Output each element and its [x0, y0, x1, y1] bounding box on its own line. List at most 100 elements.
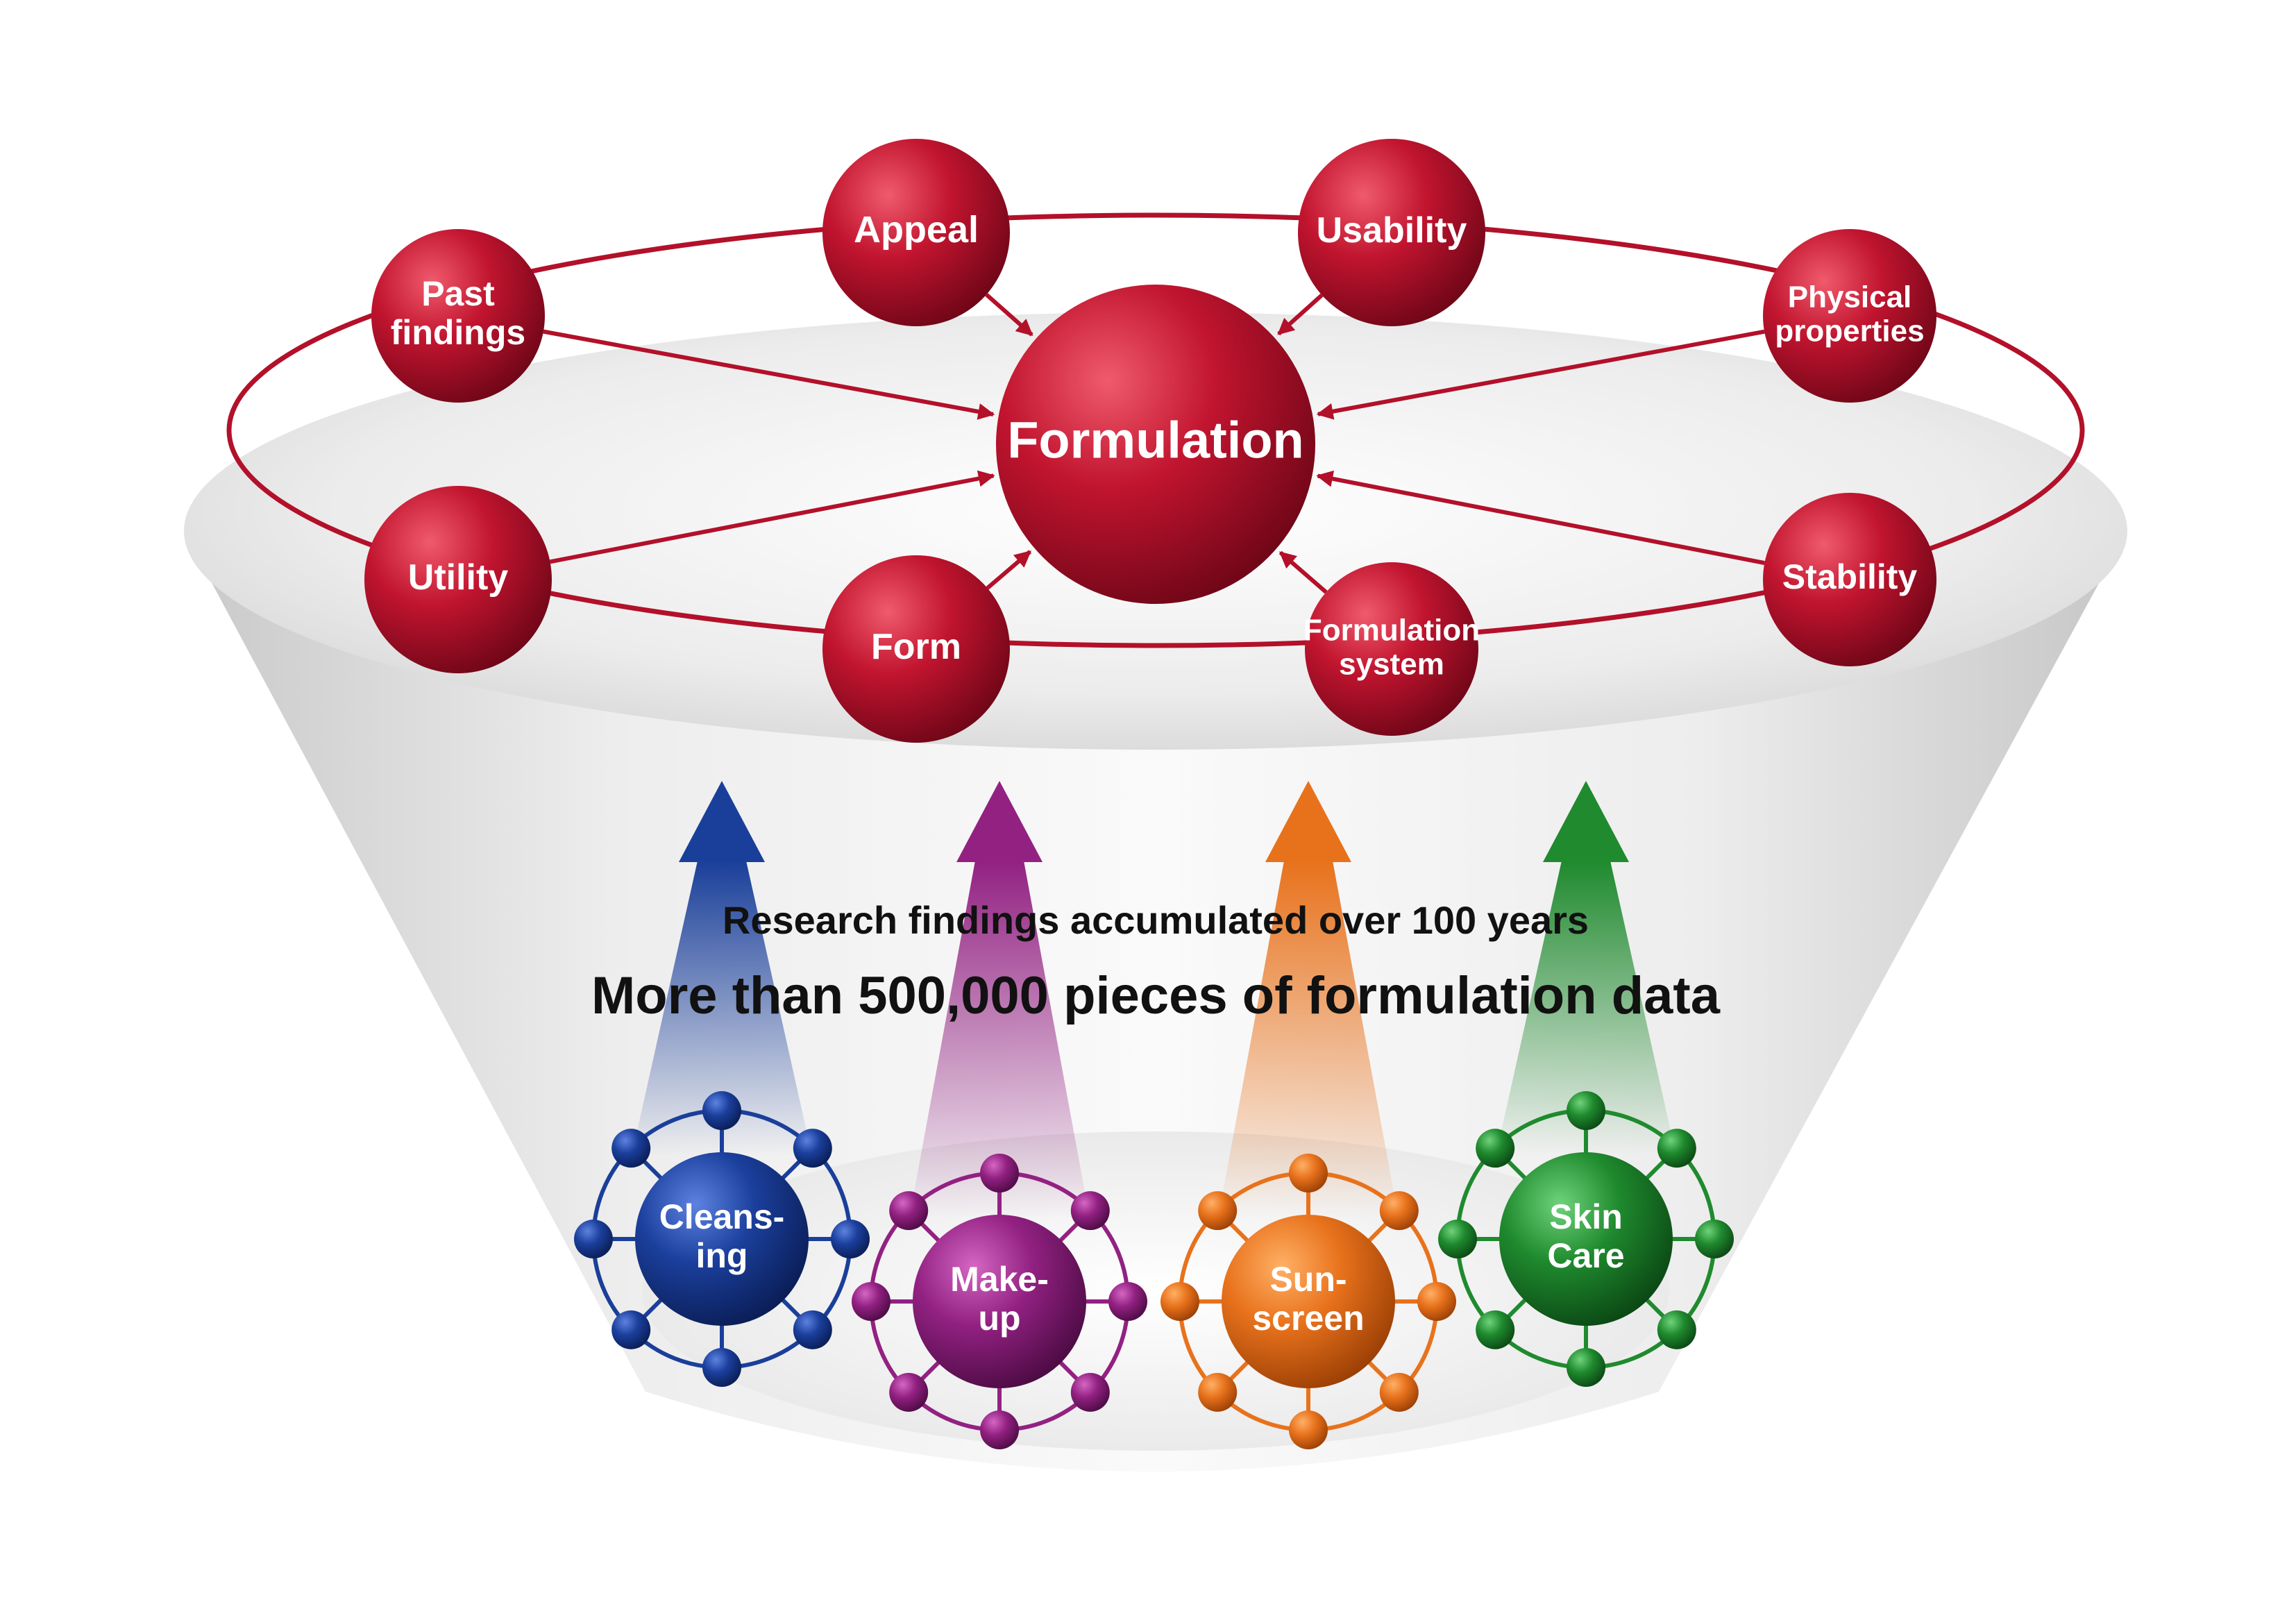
- node-form-label: Form: [871, 627, 961, 667]
- sunscreen-atom: [1198, 1372, 1238, 1412]
- sunscreen-label-line: Sun-: [1269, 1260, 1347, 1299]
- headline: Research findings accumulated over 100 y…: [591, 898, 1721, 1025]
- node-physical-properties-sphere: [1763, 229, 1936, 403]
- cleansing-arrow-head: [679, 781, 765, 862]
- funnel-bottom-ellipse: [642, 1131, 1669, 1451]
- connector-arrow: [985, 293, 1033, 337]
- headline-subtitle: Research findings accumulated over 100 y…: [723, 898, 1589, 942]
- cleansing-beam: [632, 861, 812, 1156]
- skincare-label-line: Skin: [1549, 1197, 1623, 1236]
- node-appeal-label: Appeal: [854, 209, 979, 251]
- cleansing-atom: [611, 1310, 651, 1349]
- skincare-sphere: [1499, 1152, 1673, 1326]
- makeup-atom: [980, 1154, 1019, 1193]
- cleansing-label: Cleans-ing: [659, 1197, 785, 1275]
- makeup-arrow-head: [956, 781, 1043, 862]
- cleansing-label-line: Cleans-: [659, 1197, 785, 1236]
- connector-arrow: [1278, 550, 1328, 594]
- makeup-atom: [889, 1372, 929, 1412]
- cleansing-atom: [831, 1220, 870, 1258]
- skincare-label-line: Care: [1547, 1236, 1624, 1275]
- headline-title: More than 500,000 pieces of formulation …: [591, 966, 1721, 1025]
- network-ring: [226, 212, 2085, 648]
- makeup-atom: [1108, 1282, 1147, 1321]
- sunscreen-atom: [1289, 1154, 1328, 1193]
- makeup-beam: [909, 861, 1090, 1218]
- cleansing-atom: [702, 1091, 741, 1130]
- cleansing-atom: [793, 1310, 832, 1349]
- makeup-atom: [889, 1191, 929, 1231]
- makeup-atom: [980, 1410, 1019, 1449]
- makeup-label-line: up: [978, 1299, 1020, 1338]
- skincare-arrow: [1496, 781, 1676, 1156]
- node-past-findings-sphere: [371, 229, 545, 403]
- connector-arrow: [549, 470, 995, 564]
- node-utility-sphere: [364, 486, 552, 673]
- node-stability-sphere: [1763, 493, 1936, 666]
- sunscreen-arrow: [1218, 781, 1399, 1218]
- connector-arrows: [543, 293, 1765, 594]
- makeup-sphere: [913, 1215, 1086, 1388]
- connector-arrow: [1316, 329, 1765, 420]
- node-utility-label: Utility: [408, 557, 509, 598]
- makeup-atom: [852, 1282, 890, 1321]
- cleansing-molecule-icon: Cleans-ing: [574, 1091, 870, 1387]
- sunscreen-molecule-icon: Sun-screen: [1160, 1154, 1456, 1449]
- node-utility: Utility: [364, 486, 552, 673]
- node-usability: Usability: [1298, 139, 1485, 326]
- node-usability-sphere: [1298, 139, 1485, 326]
- sunscreen-atom: [1379, 1372, 1419, 1412]
- skincare-atom: [1657, 1310, 1696, 1349]
- cleansing-atom: [793, 1129, 832, 1168]
- cleansing-sphere: [635, 1152, 809, 1326]
- node-stability-label: Stability: [1782, 557, 1918, 596]
- skincare-atom: [1476, 1310, 1515, 1349]
- sunscreen-label: Sun-screen: [1252, 1260, 1364, 1338]
- skincare-beam: [1496, 861, 1676, 1156]
- node-appeal-label-line: Appeal: [854, 209, 979, 251]
- formulation-sphere: [996, 285, 1315, 604]
- skincare-atom: [1438, 1220, 1477, 1258]
- sunscreen-arrow-head: [1265, 781, 1351, 862]
- skincare-atom: [1567, 1348, 1605, 1387]
- makeup-molecule-icon: Make-up: [852, 1154, 1147, 1449]
- makeup-atom: [1070, 1372, 1110, 1412]
- center-node-label: Formulation: [1007, 412, 1304, 469]
- upward-arrows: [632, 781, 1676, 1218]
- node-stability-label-line: Stability: [1782, 557, 1918, 596]
- node-form: Form: [822, 555, 1010, 743]
- sunscreen-atom: [1379, 1191, 1419, 1231]
- cleansing-atom: [702, 1348, 741, 1387]
- cleansing-atom: [574, 1220, 613, 1258]
- node-past-findings-label-line: Past: [421, 274, 495, 313]
- makeup-arrow: [909, 781, 1090, 1218]
- node-form-sphere: [822, 555, 1010, 743]
- node-stability: Stability: [1763, 493, 1936, 666]
- connector-arrow: [1316, 470, 1765, 566]
- node-formulation-system-sphere: [1305, 562, 1478, 736]
- node-appeal: Appeal: [822, 139, 1010, 326]
- sunscreen-beam: [1218, 861, 1399, 1218]
- sunscreen-atom: [1417, 1282, 1456, 1321]
- node-past-findings-label-line: findings: [391, 313, 525, 352]
- node-form-label-line: Form: [871, 627, 961, 667]
- connector-arrow: [543, 329, 995, 420]
- connector-arrow: [1277, 293, 1324, 336]
- makeup-atom: [1070, 1191, 1110, 1231]
- skincare-atom: [1567, 1091, 1605, 1130]
- sunscreen-label-line: screen: [1252, 1299, 1364, 1338]
- connector-arrow: [986, 550, 1032, 590]
- node-physical-properties-label-line: properties: [1775, 314, 1924, 348]
- cleansing-label-line: ing: [696, 1236, 748, 1275]
- sunscreen-atom: [1160, 1282, 1199, 1321]
- skincare-arrow-head: [1543, 781, 1629, 862]
